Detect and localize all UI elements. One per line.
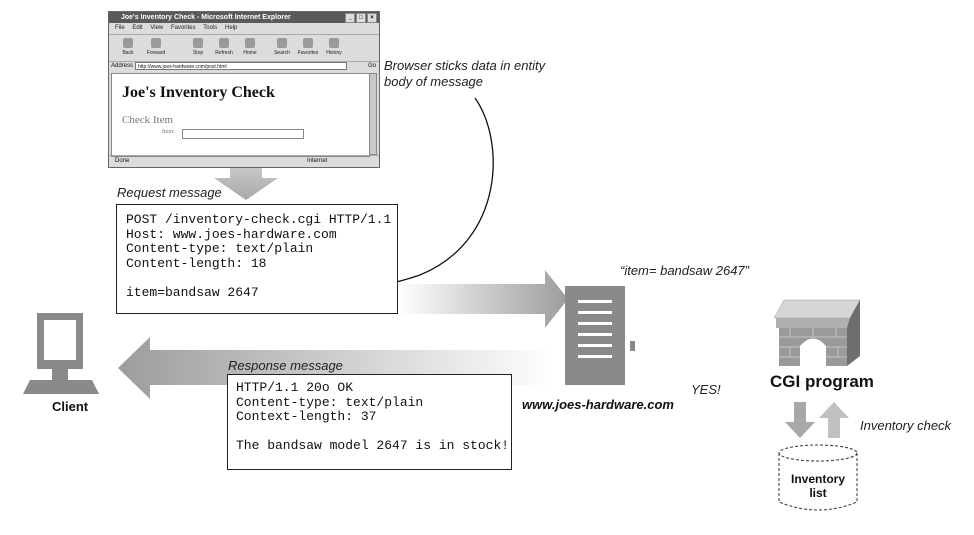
inventory-down-arrow <box>785 402 815 438</box>
page-title: Joe's Inventory Check <box>122 84 275 101</box>
back-label: Back <box>122 50 134 56</box>
menu-view[interactable]: View <box>150 25 164 31</box>
forward-icon <box>151 38 161 48</box>
maximize-icon[interactable]: □ <box>356 13 366 23</box>
close-icon[interactable]: × <box>367 13 377 23</box>
request-message-box: POST /inventory-check.cgi HTTP/1.1 Host:… <box>116 204 398 314</box>
server-icon <box>565 286 635 385</box>
refresh-button[interactable]: Refresh <box>211 38 237 56</box>
response-line-1: HTTP/1.1 20o OK <box>236 380 354 395</box>
home-button[interactable]: Home <box>237 38 263 56</box>
request-arrow <box>398 270 568 328</box>
status-done: Done <box>115 158 130 164</box>
home-label: Home <box>243 50 257 56</box>
inventory-check-label: Inventory check <box>860 418 952 433</box>
address-bar: Address http://www.joes-hardware.com/pos… <box>109 61 379 72</box>
server-label: www.joes-hardware.com <box>522 397 674 412</box>
cgi-label: CGI program <box>770 372 874 391</box>
home-icon <box>245 38 255 48</box>
request-line-6: item=bandsaw 2647 <box>126 284 259 300</box>
forward-button[interactable]: Forward <box>143 38 169 56</box>
favorites-label: Favorites <box>297 50 319 56</box>
response-line-2: Content-type: text/plain <box>236 394 424 410</box>
browser-title: Joe's Inventory Check - Microsoft Intern… <box>121 14 291 21</box>
response-message-box: HTTP/1.1 20o OK Content-type: text/plain… <box>227 374 512 470</box>
window-controls: _ □ × <box>345 13 377 23</box>
page-subtitle: Check Item <box>122 114 174 126</box>
request-line-3: Content-type: text/plain <box>126 241 314 256</box>
favorites-button[interactable]: Favorites <box>295 38 321 56</box>
search-label: Search <box>274 50 290 56</box>
stop-icon <box>193 38 203 48</box>
menu-tools[interactable]: Tools <box>203 25 218 31</box>
menu-favorites[interactable]: Favorites <box>170 25 196 31</box>
request-line-2: Host: www.joes-hardware.com <box>126 226 337 242</box>
request-line-5 <box>126 271 388 286</box>
item-input[interactable] <box>182 129 304 139</box>
browser-window: Joe's Inventory Check - Microsoft Intern… <box>108 11 380 168</box>
browser-annotation: Browser sticks data in entity body of me… <box>384 58 545 90</box>
history-icon <box>329 38 339 48</box>
browser-toolbar: Back Forward Stop Refresh Home Search Fa… <box>109 34 379 62</box>
cgi-gateway-icon <box>773 299 861 366</box>
menu-edit[interactable]: Edit <box>132 25 143 31</box>
request-line-1: POST /inventory-check.cgi HTTP/1.1 <box>126 212 392 227</box>
yes-label: YES! <box>691 382 721 397</box>
back-button[interactable]: Back <box>115 38 141 56</box>
menu-file[interactable]: File <box>115 25 125 31</box>
go-button[interactable]: Go <box>367 63 376 69</box>
response-line-3: Context-length: 37 <box>236 409 377 424</box>
response-label: Response message <box>228 358 343 373</box>
browser-title-bar: Joe's Inventory Check - Microsoft Intern… <box>109 12 379 23</box>
request-label: Request message <box>117 185 222 200</box>
refresh-label: Refresh <box>215 50 233 56</box>
item-label: Item: <box>162 129 175 135</box>
address-input[interactable]: http://www.joes-hardware.com/post.html <box>135 62 347 70</box>
forward-label: Forward <box>146 50 166 56</box>
client-computer-icon <box>23 313 99 394</box>
request-line-4: Content-length: 18 <box>126 255 267 271</box>
refresh-icon <box>219 38 229 48</box>
scrollbar[interactable] <box>369 73 377 155</box>
status-zone: Internet <box>307 158 328 164</box>
minimize-icon[interactable]: _ <box>345 13 355 23</box>
inventory-up-arrow <box>819 402 849 438</box>
history-label: History <box>326 50 342 56</box>
inventory-list-line-2: list <box>809 486 827 500</box>
item-quote: “item= bandsaw 2647” <box>620 263 749 278</box>
stop-label: Stop <box>192 50 204 56</box>
client-label: Client <box>52 399 89 414</box>
browser-to-request-arrow <box>214 168 278 200</box>
search-button[interactable]: Search <box>269 38 295 56</box>
address-label: Address <box>111 63 134 69</box>
browser-content: Joe's Inventory Check Check Item Item: <box>111 73 370 157</box>
inventory-list-line-1: Inventory <box>790 472 845 486</box>
response-line-5: The bandsaw model 2647 is in stock! <box>236 438 510 453</box>
browser-menu-bar: File Edit View Favorites Tools Help <box>109 24 379 33</box>
favorites-icon <box>303 38 313 48</box>
inventory-list-label: Inventory list <box>779 472 857 500</box>
browser-annotation-line-2: body of message <box>384 74 484 89</box>
status-bar: Done Internet <box>109 155 379 166</box>
browser-annotation-line-1: Browser sticks data in entity <box>384 58 546 73</box>
inventory-database-icon <box>778 444 858 511</box>
history-button[interactable]: History <box>321 38 347 56</box>
back-icon <box>123 38 133 48</box>
stop-button[interactable]: Stop <box>185 38 211 56</box>
search-icon <box>277 38 287 48</box>
menu-help[interactable]: Help <box>224 25 238 31</box>
response-line-4 <box>236 425 503 440</box>
